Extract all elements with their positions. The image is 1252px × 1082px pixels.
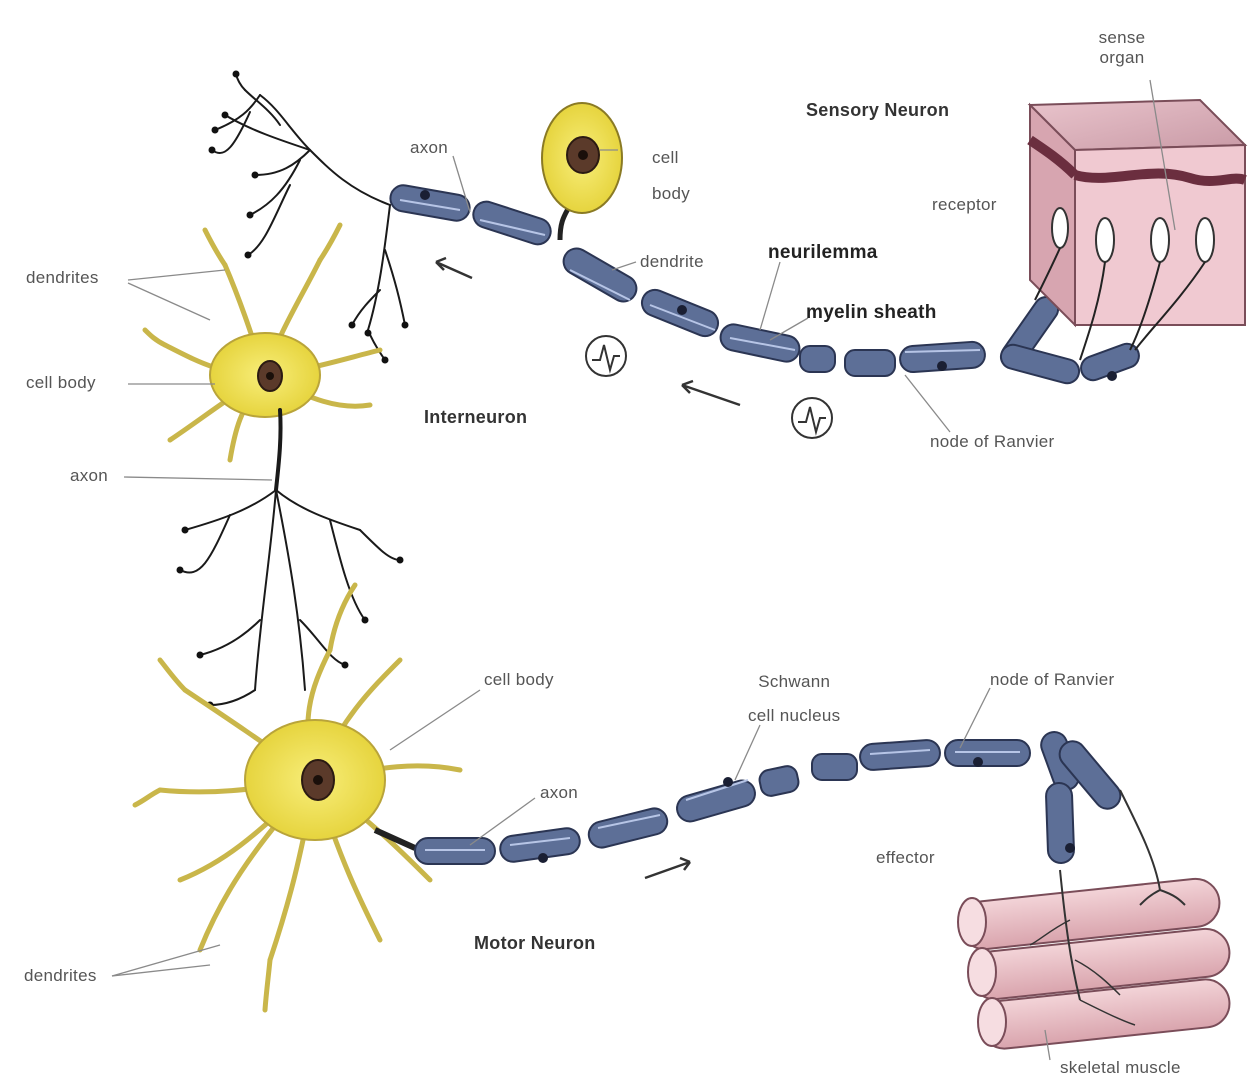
label-neurilemma: neurilemma [768,242,878,264]
sensory-neuron-title: Sensory Neuron [806,100,949,121]
label-sensory-node-of-ranvier: node of Ranvier [930,432,1055,452]
interneuron-upper-dendrite-tree [209,71,409,364]
interneuron-axon-terminals [177,490,404,709]
interneuron-title: Interneuron [424,407,527,428]
label-motor-cell-body: cell body [484,670,554,690]
label-receptor: receptor [932,195,997,215]
arrow-icon [645,858,690,878]
label-myelin-sheath: myelin sheath [806,302,937,324]
label-interneuron-dendrites: dendrites [26,268,99,288]
label-sensory-axon: axon [410,138,448,158]
impulse-icon-1 [586,336,626,376]
label-sensory-cell-body: cell body [652,140,690,212]
label-sense-organ: sense organ [1092,28,1152,68]
motor-neuron-title: Motor Neuron [474,933,596,954]
motor-myelin-segments [415,728,1126,864]
sense-organ-skin-block [1030,100,1245,360]
label-skeletal-muscle: skeletal muscle [1060,1058,1181,1078]
interneuron-cell-body [145,225,380,460]
label-motor-node-of-ranvier: node of Ranvier [990,670,1115,690]
label-dendrite: dendrite [640,252,704,272]
impulse-icon-2 [792,398,832,438]
sensory-cell-body [542,103,622,240]
motor-neuron [135,585,1232,1051]
label-motor-axon: axon [540,783,578,803]
label-interneuron-axon: axon [70,466,108,486]
skeletal-muscle-bundle [958,790,1232,1051]
arrow-icon [682,381,740,405]
label-schwann-cell-nucleus: Schwann cell nucleus [748,665,840,733]
sensory-neuron [388,100,1245,438]
interneuron [145,71,409,709]
arrow-icon [436,258,472,278]
label-effector: effector [876,848,935,868]
motor-cell-body [135,585,460,1010]
label-motor-dendrites: dendrites [24,966,97,986]
label-interneuron-cell-body: cell body [26,373,96,393]
